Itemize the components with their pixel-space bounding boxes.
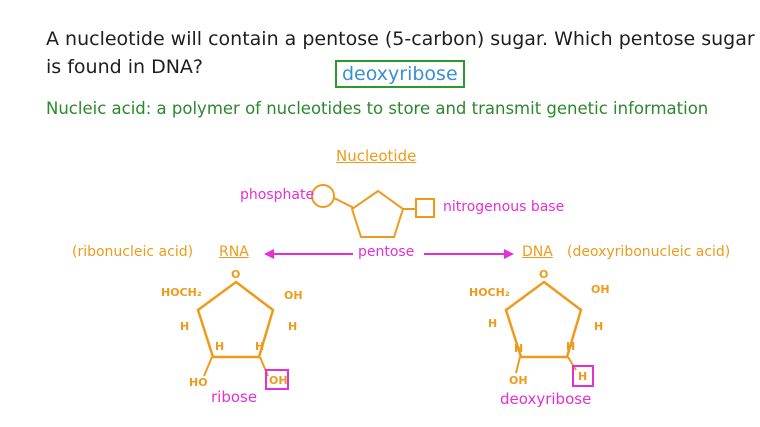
dna-h-right: H bbox=[594, 320, 604, 333]
rna-h-bottom-left: H bbox=[215, 340, 225, 353]
rna-ho-bottom: HO bbox=[189, 376, 208, 389]
rna-oh-top: OH bbox=[284, 289, 303, 302]
dna-h-bottom-left: H bbox=[514, 342, 524, 355]
dna-h-bottom-right: H bbox=[566, 340, 576, 353]
dna-oh-top: OH bbox=[591, 283, 610, 296]
definition-text: Nucleic acid: a polymer of nucleotides t… bbox=[46, 99, 709, 118]
deoxyribose-c2-h bbox=[567, 356, 577, 371]
ribose-c3-ho bbox=[203, 356, 213, 377]
deoxyribose-c3-oh bbox=[515, 356, 521, 374]
rna-oh-boxed: OH bbox=[269, 374, 288, 387]
question-line-2: is found in DNA? bbox=[46, 56, 204, 78]
ribose-oh-box bbox=[265, 369, 289, 390]
phosphate-bond bbox=[333, 197, 355, 209]
pentose-label: pentose bbox=[358, 244, 415, 260]
dna-ring-oxygen: O bbox=[539, 268, 549, 281]
rna-h-left: H bbox=[180, 320, 190, 333]
answer-box: deoxyribose bbox=[335, 60, 465, 88]
dna-hoch2: HOCH₂ bbox=[469, 286, 510, 299]
rna-hoch2: HOCH₂ bbox=[161, 286, 202, 299]
ribose-label: ribose bbox=[211, 388, 258, 406]
rna-ring-oxygen: O bbox=[231, 268, 241, 281]
phosphate-label: phosphate bbox=[240, 187, 315, 203]
dna-full-name: (deoxyribonucleic acid) bbox=[567, 244, 731, 260]
pentose-pentagon bbox=[350, 189, 405, 238]
dna-abbr: DNA bbox=[522, 244, 553, 260]
dna-h-left: H bbox=[488, 317, 498, 330]
ribose-ring bbox=[196, 280, 275, 359]
nucleotide-title: Nucleotide bbox=[336, 147, 417, 165]
arrow-right-head bbox=[504, 249, 514, 259]
rna-abbr: RNA bbox=[219, 244, 249, 260]
dna-oh-bottom: OH bbox=[509, 374, 528, 387]
rna-full-name: (ribonucleic acid) bbox=[72, 244, 194, 260]
dna-h-boxed: H bbox=[578, 370, 588, 383]
arrow-left-head bbox=[264, 249, 274, 259]
base-square bbox=[415, 198, 435, 218]
phosphate-circle bbox=[311, 184, 335, 208]
rna-h-bottom-right: H bbox=[255, 340, 265, 353]
question-line-1: A nucleotide will contain a pentose (5-c… bbox=[46, 28, 755, 50]
rna-h-right: H bbox=[288, 320, 298, 333]
answer-text: deoxyribose bbox=[342, 63, 458, 85]
deoxyribose-label: deoxyribose bbox=[500, 390, 592, 408]
nitrogenous-base-label: nitrogenous base bbox=[443, 199, 565, 215]
deoxyribose-h-box bbox=[572, 365, 594, 387]
deoxyribose-ring bbox=[504, 280, 583, 359]
